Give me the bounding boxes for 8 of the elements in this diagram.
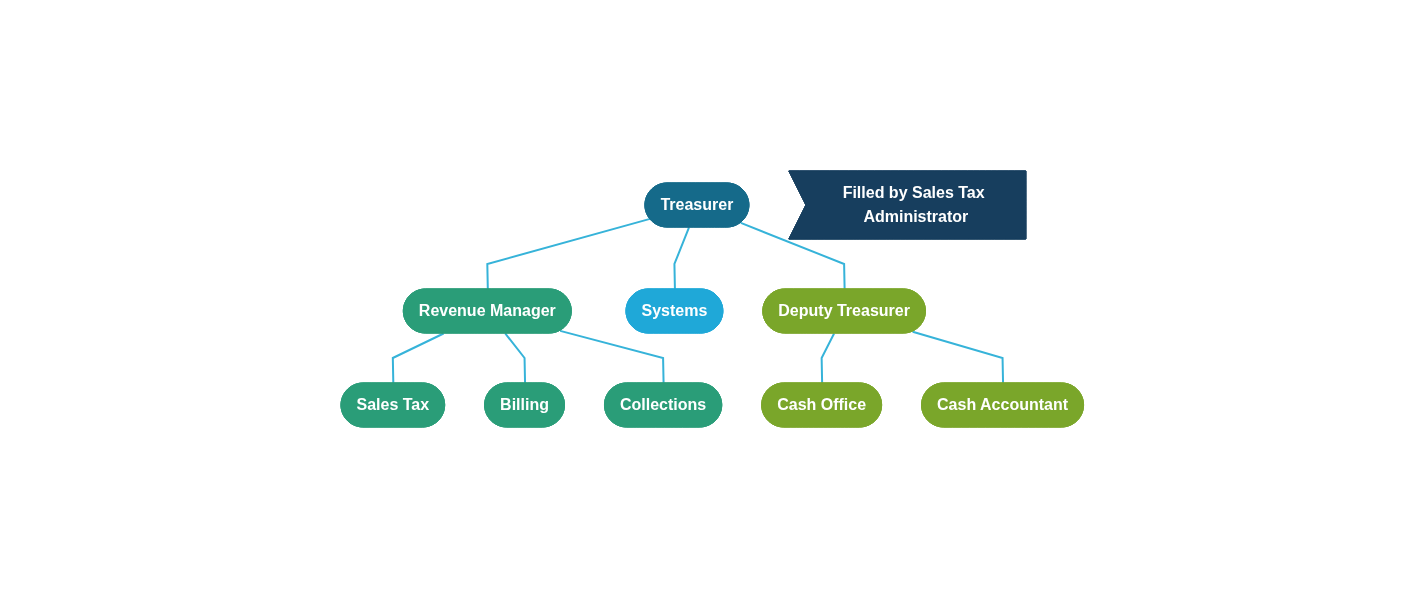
connector xyxy=(820,332,835,384)
connector xyxy=(503,332,526,384)
connector xyxy=(673,226,690,290)
connector xyxy=(558,329,665,384)
connector xyxy=(486,217,651,290)
connector xyxy=(391,332,445,384)
connector xyxy=(911,330,1004,384)
connector xyxy=(739,221,846,290)
